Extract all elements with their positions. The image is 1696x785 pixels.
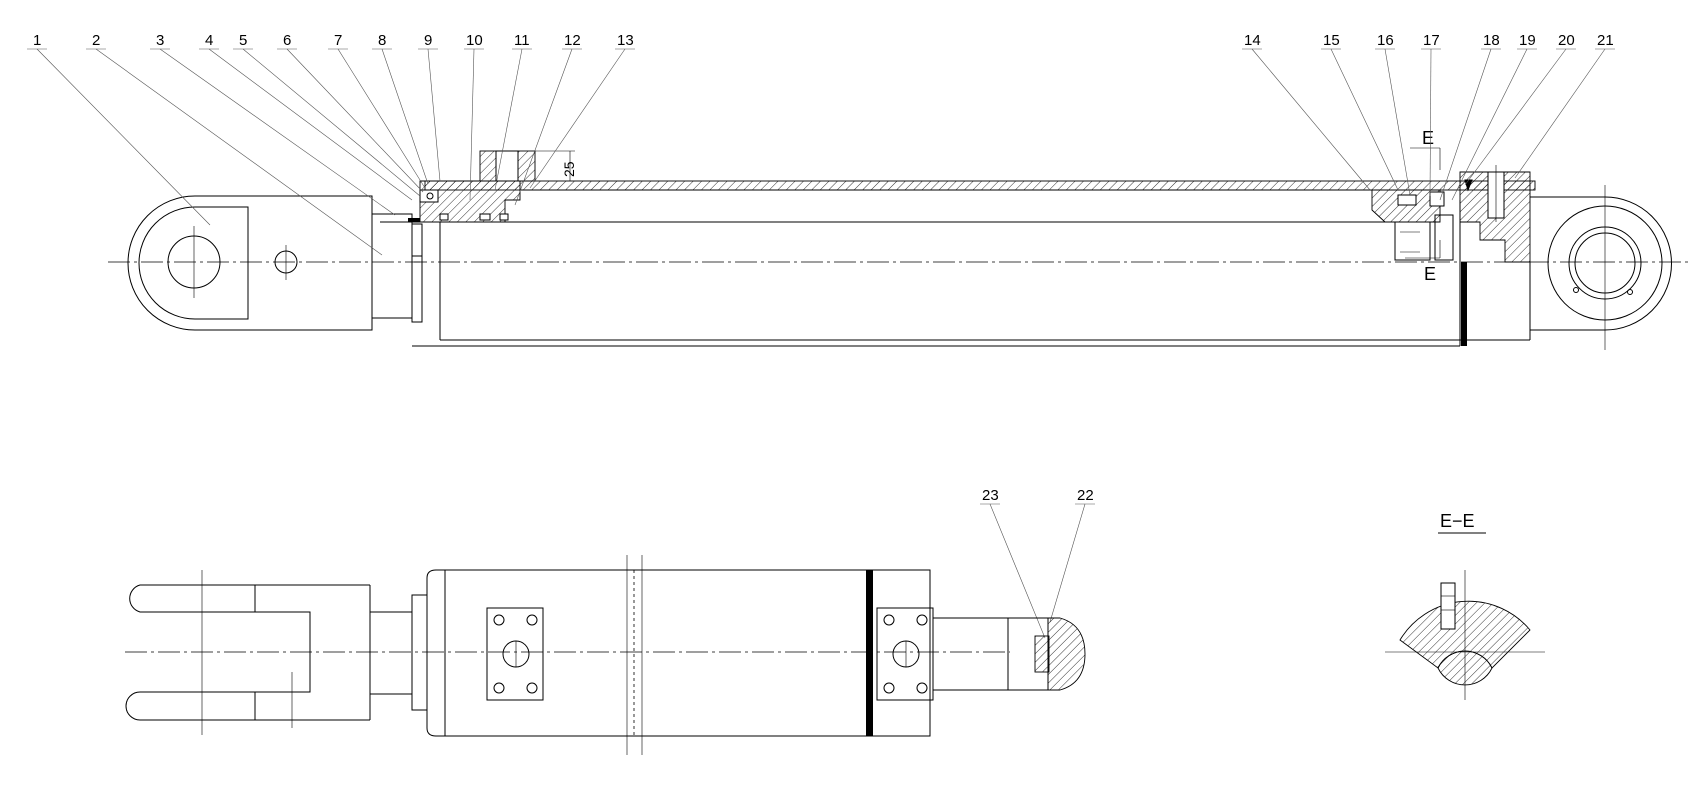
rod-eye-left [127,195,373,331]
leader-line [1049,503,1086,623]
section-label: E−E [1440,511,1475,531]
rear-end-cap [1459,165,1531,263]
oil-port-boss [479,150,575,182]
leader-line [514,48,573,206]
leader-line [381,48,429,185]
balloon-label: 16 [1377,32,1394,49]
rear-end-bottom [933,617,1086,691]
tube-external [426,555,931,755]
balloon-label: 10 [466,32,483,49]
leader-line [242,48,421,197]
balloon-label: 4 [205,32,213,49]
balloon-label: 23 [982,487,999,504]
bottom-external-view [125,555,1086,755]
main-section-view: E E 25 [108,128,1690,350]
balloon-label: 6 [283,32,291,49]
cylinder-tube [412,180,1536,347]
balloon-label: 7 [334,32,342,49]
balloon-label: 5 [239,32,247,49]
leader-line [208,48,413,201]
balloon-label: 19 [1519,32,1536,49]
rear-eye [1530,185,1672,350]
balloon-label: 2 [92,32,100,49]
balloon-label: 15 [1323,32,1340,49]
section-mark-top: E [1422,128,1434,148]
clevis-fork [125,570,371,735]
port-block-right [876,607,934,701]
section-e-arrows: E E [1405,128,1441,284]
leader-line [1251,48,1371,191]
balloon-label: 22 [1077,487,1094,504]
balloon-label: 9 [424,32,432,49]
balloon-label: 8 [378,32,386,49]
leader-line [469,48,475,201]
balloon-label: 11 [514,32,530,49]
port-block-left [486,607,544,701]
balloon-label: 1 [33,32,41,49]
leader-line [427,48,441,182]
leader-line [1464,48,1567,186]
leader-line [1330,48,1399,191]
balloon-label: 3 [156,32,164,49]
leader-line [1439,48,1492,201]
leader-line [286,48,424,193]
leader-line [1451,48,1528,201]
gland-nut [411,594,428,711]
rod-neck [369,611,413,695]
dimension-25: 25 [561,161,577,177]
balloon-label: 20 [1558,32,1575,49]
leader-line [989,503,1046,639]
section-mark-bottom: E [1424,264,1436,284]
balloon-label: 14 [1244,32,1261,49]
leader-line [1514,48,1606,179]
leader-line [95,48,383,256]
balloon-label: 18 [1483,32,1500,49]
balloon-label: 21 [1597,32,1614,49]
balloon-label: 12 [564,32,581,49]
leader-line [1384,48,1411,196]
leader-line [36,48,211,226]
leader-line [494,48,523,191]
front-gland [408,180,521,223]
section-e-e-view: E−E [1385,511,1545,700]
balloon-label: 13 [617,32,634,49]
piston-rod [371,213,1385,340]
leader-line [529,48,626,189]
piston-assembly [1371,189,1467,346]
leader-line [1429,48,1432,197]
leader-line [159,48,396,216]
leader-line [337,48,426,189]
balloon-label: 17 [1423,32,1440,49]
